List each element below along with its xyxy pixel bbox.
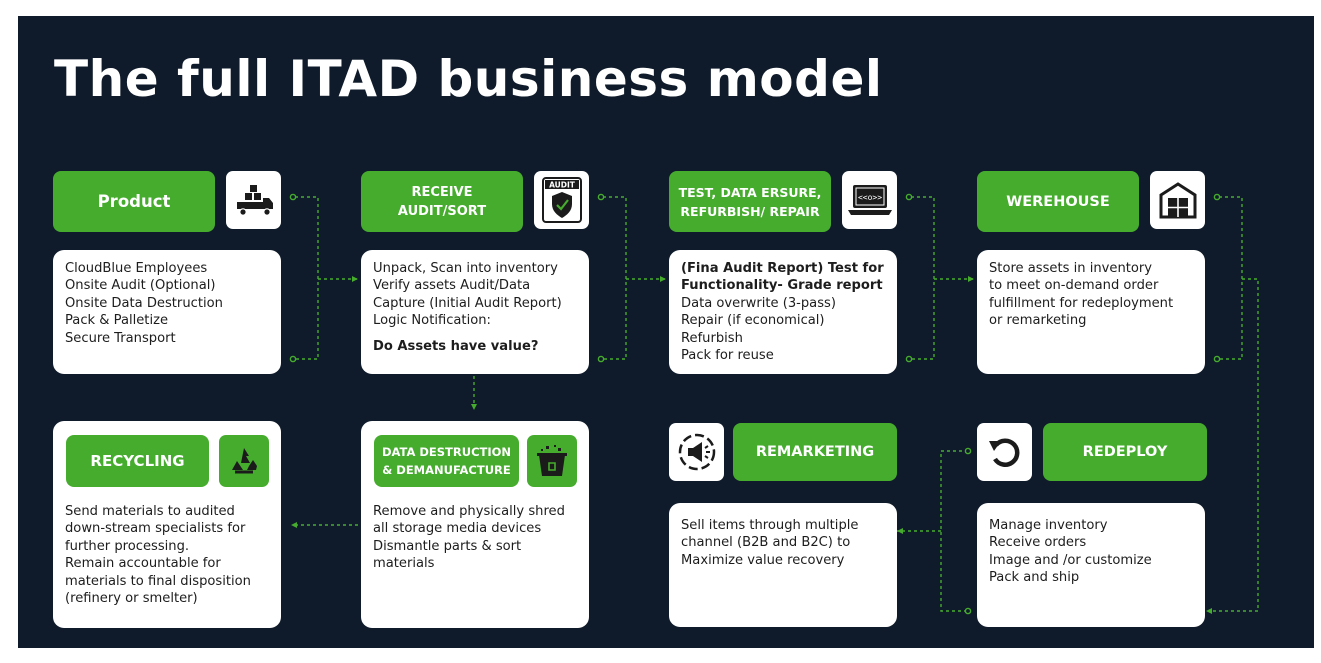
stage-test-label-text: TEST, DATA ERSURE, REFURBISH/ REPAIR — [678, 184, 822, 219]
stage-redeploy-label-text: REDEPLOY — [1082, 444, 1168, 460]
stage-test-card: (Fina Audit Report) Test for Functionali… — [669, 250, 897, 374]
card-line: Send materials to audited — [65, 504, 235, 519]
card-line: Receive orders — [989, 535, 1087, 551]
card-line: Repair (if economical) — [681, 313, 825, 329]
card-line: Pack & Palletize — [65, 313, 169, 329]
stage-warehouse-card: Store assets in inventory to meet on-dem… — [977, 250, 1205, 374]
shredder-icon — [527, 435, 577, 487]
card-line: Unpack, Scan into inventory — [373, 261, 558, 276]
stage-receive-label: RECEIVE AUDIT/SORT — [361, 171, 523, 232]
stage-redeploy-card: Manage inventory Receive orders Image an… — [977, 503, 1205, 627]
stage-product-label-text: Product — [97, 192, 171, 211]
stage-recycling-label-text: RECYCLING — [90, 452, 185, 470]
card-line: Capture (Initial Audit Report) — [373, 295, 562, 311]
stage-destruction-label: DATA DESTRUCTION & DEMANUFACTURE — [374, 435, 519, 487]
audit-shield-icon: AUDIT — [534, 171, 589, 229]
stage-product-card: CloudBlue Employees Onsite Audit (Option… — [53, 250, 281, 374]
stage-test-label: TEST, DATA ERSURE, REFURBISH/ REPAIR — [669, 171, 831, 232]
card-line: or remarketing — [989, 313, 1087, 329]
card-line: Verify assets Audit/Data — [373, 278, 531, 294]
card-bold-line: (Fina Audit Report) Test for — [681, 261, 884, 276]
card-line: materials to final disposition — [65, 573, 251, 589]
value-question: Do Assets have value? — [373, 338, 539, 354]
card-line: Logic Notification: — [373, 313, 491, 329]
stage-receive-card: Unpack, Scan into inventory Verify asset… — [361, 250, 589, 374]
card-line: Pack and ship — [989, 570, 1080, 586]
card-line: Sell items through multiple — [681, 518, 859, 533]
card-line: Refurbish — [681, 330, 743, 346]
card-line: channel (B2B and B2C) to — [681, 535, 851, 551]
stage-receive-label-text: RECEIVE AUDIT/SORT — [397, 184, 487, 219]
stage-recycling-label: RECYCLING — [66, 435, 209, 487]
card-line: (refinery or smelter) — [65, 591, 198, 607]
stage-destruction-label-text: DATA DESTRUCTION & DEMANUFACTURE — [381, 445, 512, 477]
card-line: materials — [373, 556, 435, 572]
megaphone-icon — [669, 423, 724, 481]
card-line: to meet on-demand order — [989, 278, 1159, 294]
card-line: Remove and physically shred — [373, 504, 565, 519]
stage-warehouse-label-text: WEREHOUSE — [1006, 193, 1110, 210]
stage-product-label: Product — [53, 171, 215, 232]
audit-icon-text: AUDIT — [549, 181, 576, 190]
redeploy-arrow-icon — [977, 423, 1032, 481]
card-line: fulfillment for redeployment — [989, 295, 1174, 311]
card-line: Onsite Data Destruction — [65, 295, 223, 311]
card-line: CloudBlue Employees — [65, 261, 208, 276]
stage-warehouse-label: WEREHOUSE — [977, 171, 1139, 232]
card-line: Remain accountable for — [65, 556, 221, 572]
svg-text:<<o>>: <<o>> — [857, 193, 881, 202]
card-line: Secure Transport — [65, 330, 176, 346]
card-line: Pack for reuse — [681, 348, 774, 364]
page-title: The full ITAD business model — [54, 50, 883, 108]
stage-remarketing-card: Sell items through multiple channel (B2B… — [669, 503, 897, 627]
card-line: further processing. — [65, 538, 190, 554]
card-line: down-stream specialists for — [65, 521, 246, 537]
stage-redeploy-label: REDEPLOY — [1043, 423, 1207, 481]
card-line: Dismantle parts & sort — [373, 538, 522, 554]
warehouse-icon — [1150, 171, 1205, 229]
laptop-wipe-icon: <<o>> — [842, 171, 897, 229]
stage-remarketing-label-text: REMARKETING — [755, 444, 875, 460]
card-line: Image and /or customize — [989, 552, 1152, 568]
card-line: all storage media devices — [373, 521, 542, 537]
card-bold-line: Functionality- Grade report — [681, 278, 883, 294]
card-line: Manage inventory — [989, 518, 1108, 533]
truck-boxes-icon — [226, 171, 281, 229]
card-line: Store assets in inventory — [989, 261, 1153, 276]
stage-remarketing-label: REMARKETING — [733, 423, 897, 481]
recycle-icon — [219, 435, 269, 487]
card-line: Maximize value recovery — [681, 552, 845, 568]
card-line: Data overwrite (3-pass) — [681, 295, 836, 311]
card-line: Onsite Audit (Optional) — [65, 278, 216, 294]
